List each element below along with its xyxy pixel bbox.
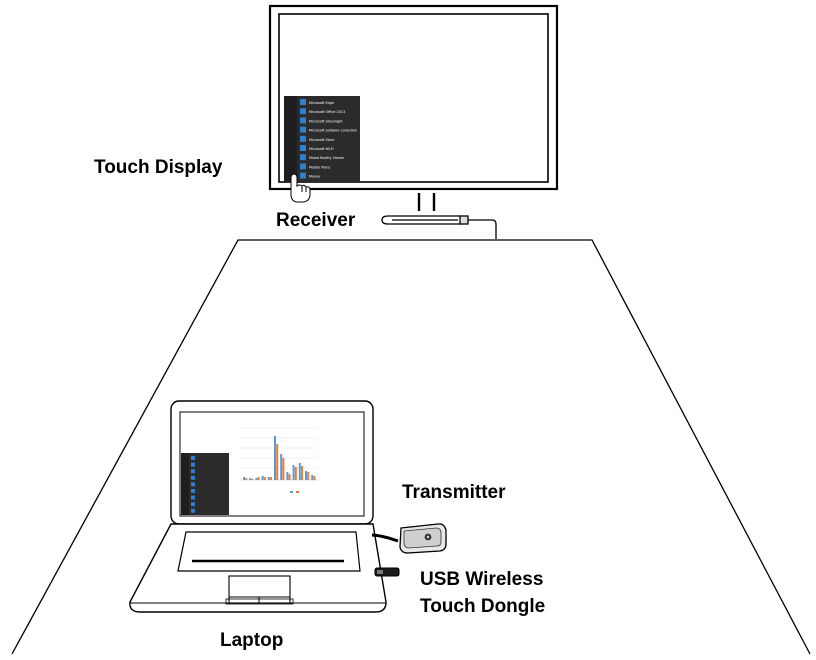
transmitter-label: Transmitter bbox=[402, 482, 506, 503]
menu-item-tile bbox=[300, 163, 306, 170]
screen-chart-bar bbox=[243, 477, 245, 480]
laptop bbox=[129, 400, 387, 613]
screen-chart-bar bbox=[280, 454, 283, 480]
menu-item-tile bbox=[300, 126, 306, 133]
menu-item-tile bbox=[191, 482, 195, 487]
screen-chart-bar bbox=[301, 466, 303, 480]
screen-chart-bar bbox=[263, 477, 266, 480]
screen-chart-bar bbox=[257, 477, 260, 480]
menu-item-tile bbox=[300, 172, 306, 179]
menu-item-label: Microsoft Solitaire Collection bbox=[309, 129, 357, 133]
screen-chart-bar bbox=[249, 478, 252, 480]
menu-item-tile bbox=[191, 502, 195, 507]
transmitter bbox=[371, 523, 447, 554]
menu-item-label: Mobile Plans bbox=[309, 165, 330, 169]
hand-pointer-icon bbox=[290, 173, 311, 203]
screen-chart-bar bbox=[276, 444, 279, 480]
screen-chart-bar bbox=[251, 479, 254, 480]
screen-chart-bar bbox=[274, 436, 276, 480]
screen-chart-bar bbox=[311, 475, 314, 480]
menu-item-label: Mixed Reality Viewer bbox=[309, 156, 345, 160]
menu-item-tile bbox=[191, 475, 195, 480]
screen-chart-bar bbox=[305, 471, 307, 480]
laptop-label: Laptop bbox=[220, 630, 284, 651]
room-floor bbox=[11, 239, 811, 655]
menu-item-tile bbox=[191, 462, 195, 467]
laptop-screen-chart bbox=[240, 427, 318, 493]
menu-item-label: Money bbox=[309, 175, 320, 179]
screen-chart-bar bbox=[255, 478, 258, 480]
screen-chart-bar bbox=[245, 478, 248, 480]
menu-item-label: Microsoft Office 2013 bbox=[309, 110, 345, 114]
screen-chart-bar bbox=[294, 467, 297, 480]
menu-item-tile bbox=[300, 145, 306, 151]
menu-item-label: Microsoft Wi-Fi bbox=[309, 147, 334, 151]
menu-item-tile bbox=[191, 489, 195, 493]
receiver-label: Receiver bbox=[276, 210, 356, 231]
menu-item-tile bbox=[300, 135, 306, 142]
touch-display-label: Touch Display bbox=[94, 157, 223, 178]
screen-chart-bar bbox=[270, 477, 272, 480]
menu-item-tile bbox=[300, 154, 306, 161]
menu-item-label: Microsoft Store bbox=[309, 138, 334, 142]
receiver bbox=[381, 215, 497, 239]
menu-item-tile bbox=[300, 99, 306, 105]
menu-item-tile bbox=[300, 117, 306, 124]
screen-chart-bar bbox=[286, 472, 289, 480]
screen-chart-bar bbox=[313, 476, 316, 480]
screen-chart-bar bbox=[282, 458, 285, 480]
screen-chart-bar bbox=[292, 465, 295, 480]
usb-dongle-label-line2: Touch Dongle bbox=[420, 596, 546, 617]
usb-wireless-touch-dongle bbox=[374, 567, 400, 577]
screen-chart-bar bbox=[298, 463, 301, 480]
menu-item-label: Microsoft Edge bbox=[309, 101, 334, 105]
screen-chart-bar bbox=[261, 476, 264, 480]
menu-item-tile bbox=[191, 469, 195, 474]
screen-chart-bar bbox=[288, 474, 291, 480]
usb-dongle-label-line1: USB Wireless bbox=[420, 569, 544, 590]
laptop-start-menu bbox=[181, 453, 229, 515]
menu-item-tile bbox=[191, 508, 195, 513]
menu-item-label: Microsoft Silverlight bbox=[309, 119, 343, 123]
menu-item-tile bbox=[300, 108, 306, 115]
screen-chart-bar bbox=[307, 472, 310, 480]
menu-item-tile bbox=[191, 456, 195, 460]
screen-chart-bar bbox=[267, 477, 270, 480]
menu-item-tile bbox=[191, 495, 195, 500]
